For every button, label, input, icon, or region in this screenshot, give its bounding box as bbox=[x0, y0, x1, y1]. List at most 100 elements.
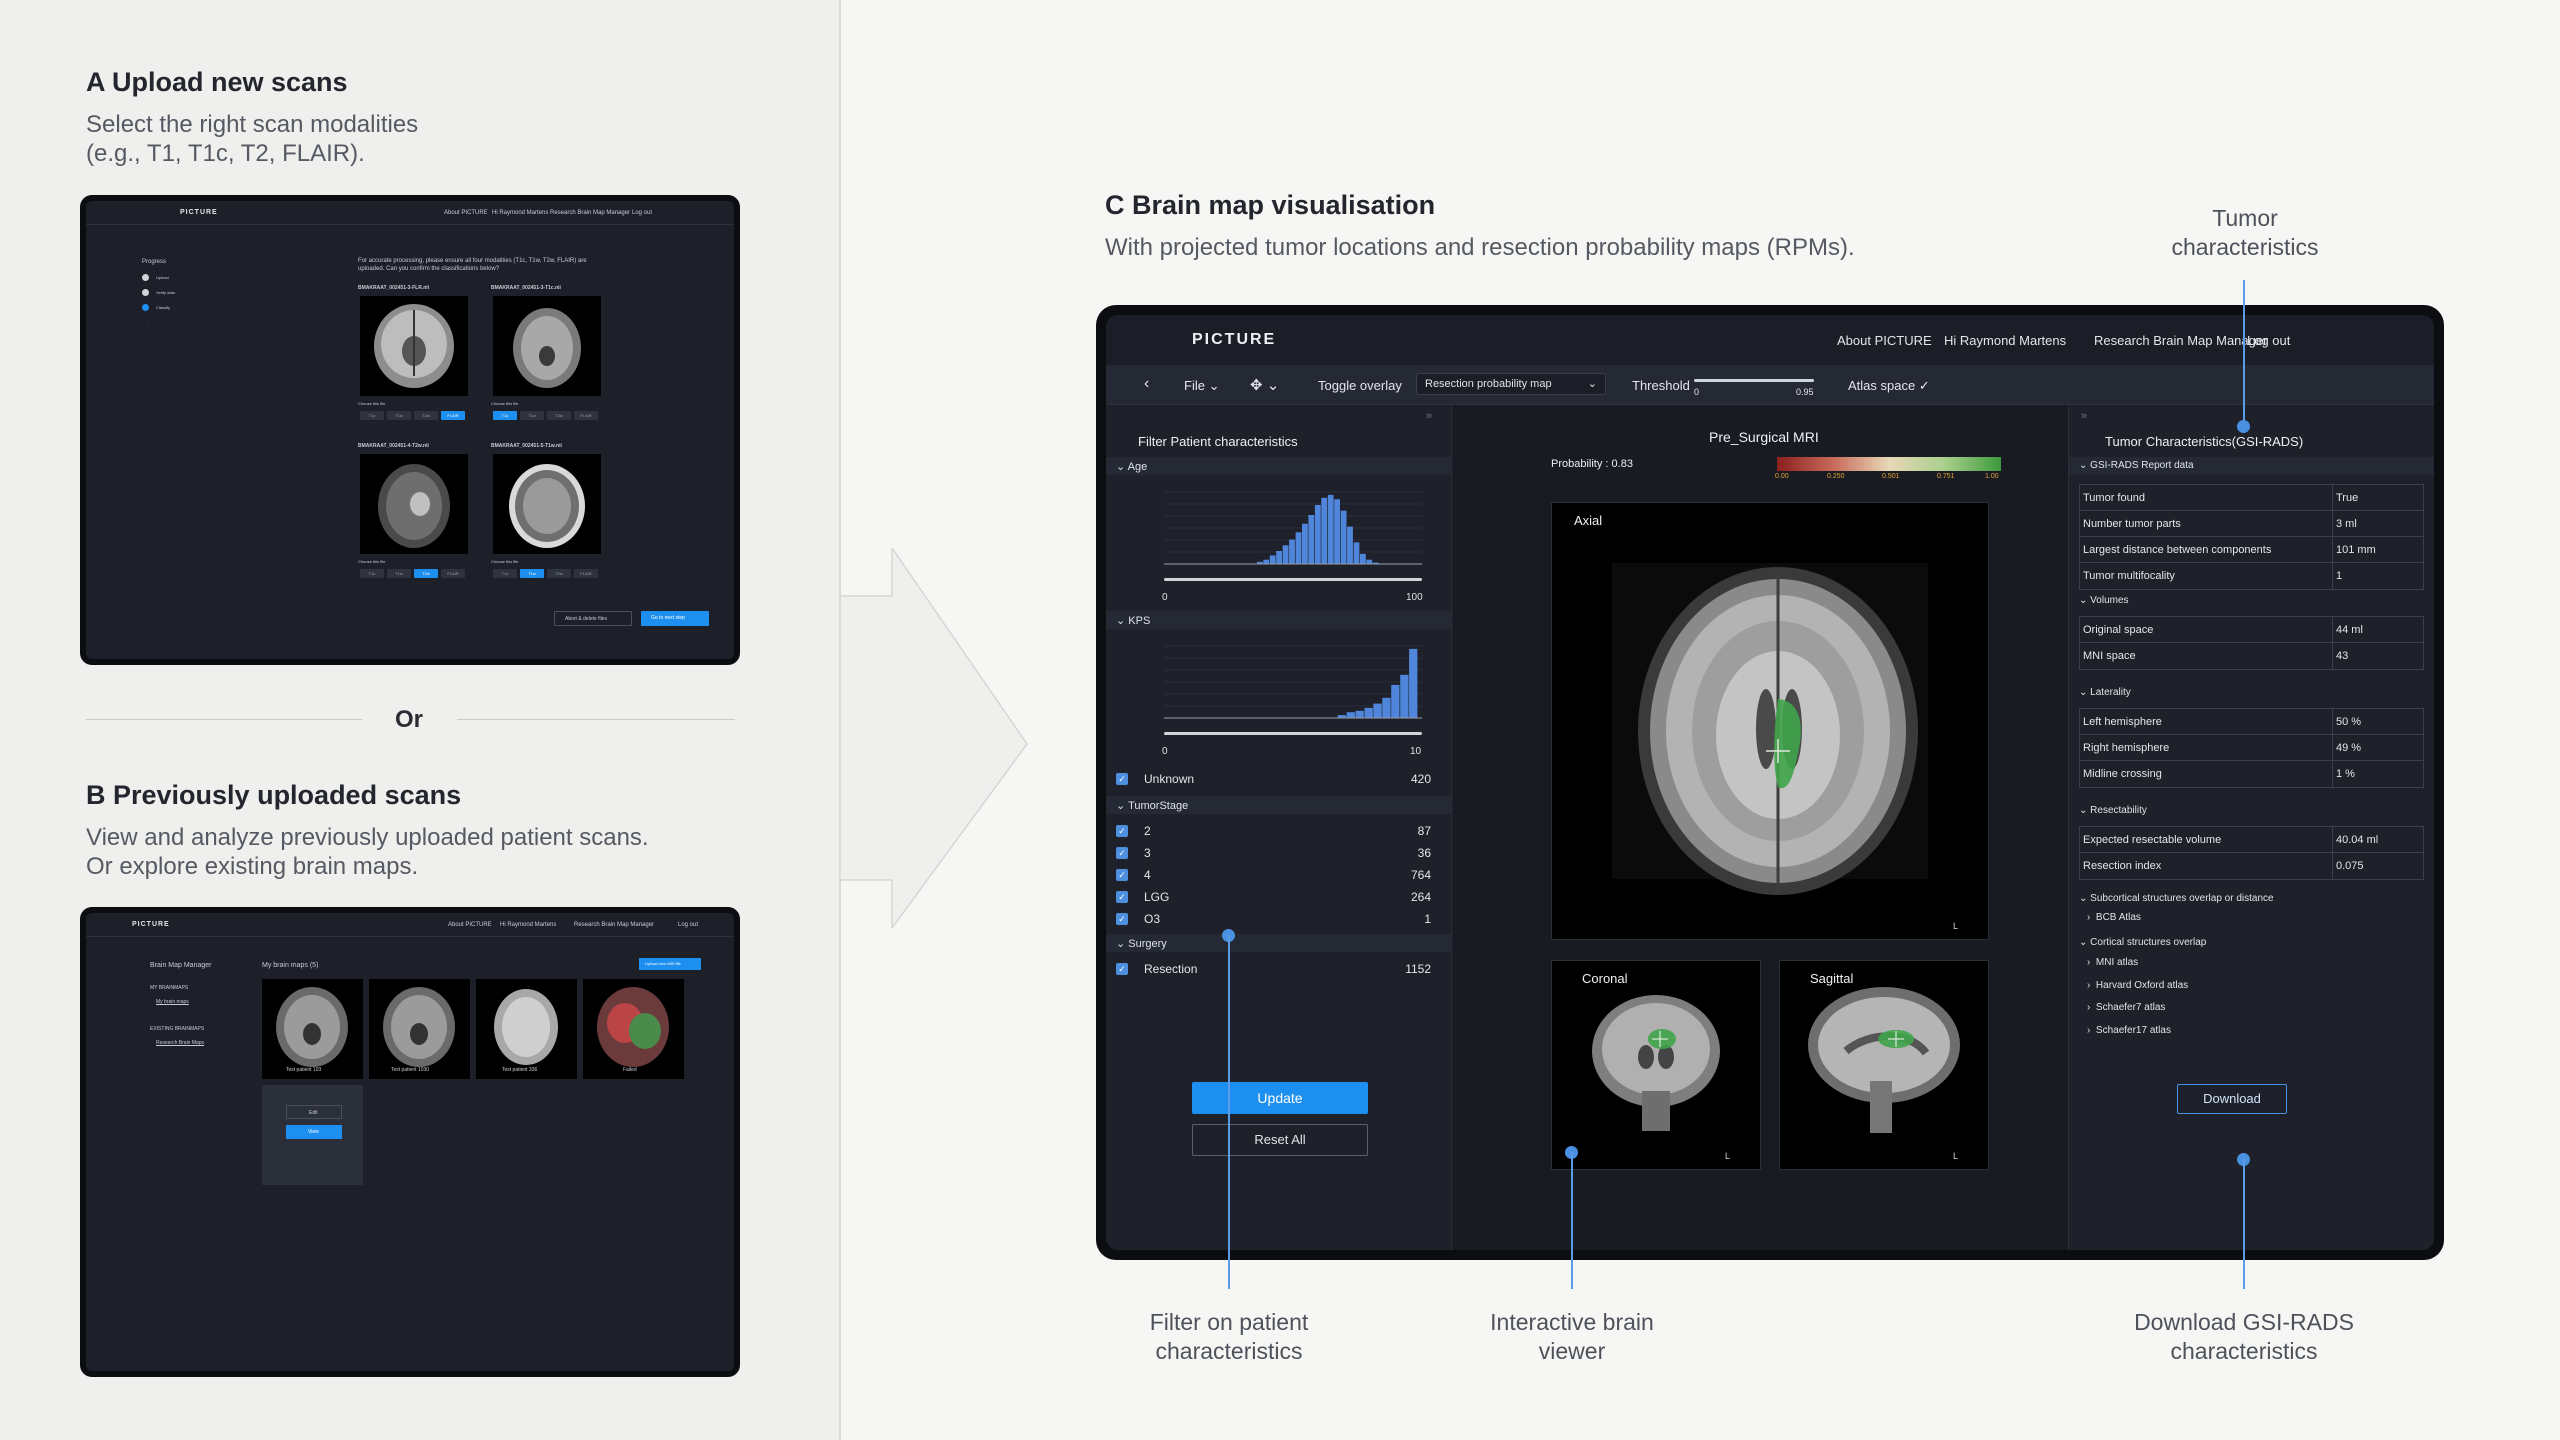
report-group-header[interactable]: ⌄ GSI-RADS Report data bbox=[2069, 457, 2434, 475]
mini-nav-user[interactable]: Hi Raymond Martens bbox=[492, 210, 549, 216]
kps-max: 10 bbox=[1410, 746, 1422, 757]
surgery-group-header[interactable]: ⌄ Surgery bbox=[1106, 934, 1451, 952]
nav-user[interactable]: Hi Raymond Martens bbox=[1944, 333, 2067, 348]
reset-all-button[interactable]: Reset All bbox=[1192, 1124, 1368, 1156]
checkbox-checked[interactable]: ✓ bbox=[1116, 913, 1128, 925]
chevron-down-icon: ⌄ bbox=[1116, 615, 1126, 627]
sagittal-side-label: L bbox=[1952, 1151, 1958, 1161]
subcortical-group-header[interactable]: ⌄ Subcortical structures overlap or dist… bbox=[2069, 890, 2434, 908]
my-brain-maps-link[interactable]: My brain maps bbox=[156, 999, 189, 1005]
abort-button[interactable]: Abort & delete files bbox=[554, 611, 632, 626]
modality-button[interactable]: T2w bbox=[547, 569, 571, 578]
age-group-header[interactable]: ⌄ Age bbox=[1106, 457, 1451, 475]
coronal-viewer[interactable]: Coronal L bbox=[1551, 960, 1761, 1170]
nav-brain-map-manager[interactable]: Research Brain Map Manager bbox=[2094, 333, 2268, 348]
modality-button[interactable]: T2w bbox=[414, 411, 438, 420]
table-value: 43 bbox=[2336, 650, 2349, 662]
age-range-slider[interactable] bbox=[1164, 578, 1422, 581]
next-step-button[interactable]: Go to next step bbox=[641, 611, 709, 626]
mini-nav-user[interactable]: Hi Raymond Martens bbox=[500, 922, 557, 928]
mini-nav-about[interactable]: About PICTURE bbox=[444, 210, 488, 216]
kps-range-slider[interactable] bbox=[1164, 732, 1422, 735]
upload-new-mri-button[interactable]: Upload new MRI file bbox=[639, 958, 701, 970]
view-button[interactable]: View bbox=[286, 1125, 342, 1139]
brain-axial-icon bbox=[597, 987, 669, 1067]
brainmap-card[interactable]: Test patient 103 bbox=[262, 979, 363, 1079]
stage-filter-row[interactable]: ✓ 4 764 bbox=[1116, 868, 1431, 884]
back-chevron-icon[interactable]: ‹ bbox=[1144, 375, 1150, 392]
callout-tumor-line2: characteristics bbox=[2171, 234, 2319, 260]
axial-viewer[interactable]: Axial L bbox=[1551, 502, 1989, 940]
modality-button-selected[interactable]: T2w bbox=[414, 569, 438, 578]
modality-button[interactable]: T1c bbox=[360, 569, 384, 578]
checkbox-checked[interactable]: ✓ bbox=[1116, 847, 1128, 859]
modality-button-selected[interactable]: T1w bbox=[520, 569, 544, 578]
download-button[interactable]: Download bbox=[2177, 1084, 2287, 1114]
tree-item-atlas[interactable]: › Schaefer17 atlas bbox=[2087, 1025, 2171, 1036]
modality-button-selected[interactable]: T1c bbox=[493, 411, 517, 420]
checkbox-checked[interactable]: ✓ bbox=[1116, 963, 1128, 975]
tree-item-bcb[interactable]: › BCB Atlas bbox=[2087, 912, 2141, 923]
update-button[interactable]: Update bbox=[1192, 1082, 1368, 1114]
checkbox-checked[interactable]: ✓ bbox=[1116, 825, 1128, 837]
volumes-group-header[interactable]: ⌄ Volumes bbox=[2069, 592, 2434, 610]
collapse-icon[interactable]: » bbox=[1426, 410, 1433, 422]
brainmap-card[interactable]: Failed bbox=[583, 979, 684, 1079]
sagittal-viewer[interactable]: Sagittal L bbox=[1779, 960, 1989, 1170]
histogram-bar bbox=[1373, 703, 1382, 718]
modality-button[interactable]: T1w bbox=[387, 569, 411, 578]
stage-filter-row[interactable]: ✓ 2 87 bbox=[1116, 824, 1431, 840]
move-icon[interactable]: ✥ ⌄ bbox=[1250, 377, 1280, 394]
stage-filter-row[interactable]: ✓ 3 36 bbox=[1116, 846, 1431, 862]
modality-button[interactable]: FLAIR bbox=[574, 569, 598, 578]
tumorstage-group-header[interactable]: ⌄ TumorStage bbox=[1106, 796, 1451, 814]
mini-nav-about[interactable]: About PICTURE bbox=[448, 922, 492, 928]
histogram-bar bbox=[1263, 559, 1270, 564]
atlas-space-toggle[interactable]: Atlas space ✓ bbox=[1848, 378, 1930, 394]
resection-filter-row[interactable]: ✓ Resection 1152 bbox=[1116, 962, 1431, 978]
threshold-slider[interactable] bbox=[1694, 379, 1814, 382]
modality-button[interactable]: T1c bbox=[493, 569, 517, 578]
resectability-group-header[interactable]: ⌄ Resectability bbox=[2069, 802, 2434, 820]
mini-nav-manager[interactable]: Research Brain Map Manager bbox=[574, 922, 655, 928]
checkbox-checked[interactable]: ✓ bbox=[1116, 869, 1128, 881]
stage-count: 36 bbox=[1417, 846, 1431, 860]
colorbar-tick: 1.00 bbox=[1985, 473, 1999, 480]
modality-button-selected[interactable]: FLAIR bbox=[441, 411, 465, 420]
modality-button[interactable]: FLAIR bbox=[441, 569, 465, 578]
modality-button[interactable]: T1c bbox=[360, 411, 384, 420]
modality-button[interactable]: FLAIR bbox=[574, 411, 598, 420]
modality-button[interactable]: T2w bbox=[547, 411, 571, 420]
research-brain-maps-link[interactable]: Research Brain Maps bbox=[156, 1040, 205, 1046]
mini-nav-logout[interactable]: Log out bbox=[678, 922, 699, 928]
kps-group-header[interactable]: ⌄ KPS bbox=[1106, 611, 1451, 629]
stage-filter-row[interactable]: ✓ LGG 264 bbox=[1116, 890, 1431, 906]
nav-about[interactable]: About PICTURE bbox=[1837, 333, 1932, 348]
cortical-group-header[interactable]: ⌄ Cortical structures overlap bbox=[2069, 934, 2434, 952]
collapse-icon[interactable]: » bbox=[2081, 410, 2088, 422]
brainmap-card[interactable]: Test patient 336 bbox=[476, 979, 577, 1079]
file-name: BMAKRAAT_002451-3-T1c.nii bbox=[491, 285, 561, 291]
tree-item-atlas[interactable]: › Harvard Oxford atlas bbox=[2087, 980, 2188, 991]
checkbox-checked[interactable]: ✓ bbox=[1116, 891, 1128, 903]
nav-logout[interactable]: Log out bbox=[2247, 333, 2291, 348]
unknown-filter-row[interactable]: ✓ Unknown 420 bbox=[1116, 772, 1431, 788]
file-menu[interactable]: File ⌄ bbox=[1184, 378, 1219, 394]
edit-button[interactable]: Edit bbox=[286, 1105, 342, 1119]
tree-item-atlas[interactable]: › Schaefer7 atlas bbox=[2087, 1002, 2165, 1013]
probability-colorbar bbox=[1777, 457, 2001, 471]
mini-nav-logout[interactable]: Log out bbox=[632, 210, 653, 216]
tumor-title: Tumor Characteristics(GSI-RADS) bbox=[2105, 434, 2304, 449]
overlay-select[interactable]: Resection probability map ⌄ bbox=[1416, 373, 1606, 395]
modality-button[interactable]: T1w bbox=[387, 411, 411, 420]
checkbox-checked[interactable]: ✓ bbox=[1116, 773, 1128, 785]
mini-nav-manager[interactable]: Research Brain Map Manager bbox=[550, 210, 631, 216]
stage-filter-row[interactable]: ✓ O3 1 bbox=[1116, 912, 1431, 928]
brain-map-app: PICTURE About PICTURE Hi Raymond Martens… bbox=[1106, 315, 2434, 1250]
modality-button[interactable]: T1w bbox=[520, 411, 544, 420]
brainmap-card[interactable]: Test patient 1030 bbox=[369, 979, 470, 1079]
tree-item-atlas[interactable]: › MNI atlas bbox=[2087, 957, 2138, 968]
laterality-group-header[interactable]: ⌄ Laterality bbox=[2069, 684, 2434, 702]
callout-download-line1: Download GSI-RADS bbox=[2134, 1309, 2354, 1335]
